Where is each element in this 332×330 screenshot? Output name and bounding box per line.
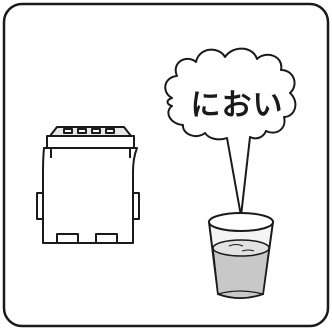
bottle-cap bbox=[50, 127, 131, 136]
container-bottle bbox=[37, 127, 139, 243]
bottle-foot-left bbox=[57, 234, 78, 243]
cup-rim bbox=[209, 213, 273, 231]
bottle-neck bbox=[47, 136, 134, 148]
smell-label: におい bbox=[178, 88, 296, 124]
liquid-cup bbox=[209, 213, 273, 298]
bottle-body bbox=[43, 148, 137, 243]
bottle-foot-right bbox=[96, 234, 117, 243]
